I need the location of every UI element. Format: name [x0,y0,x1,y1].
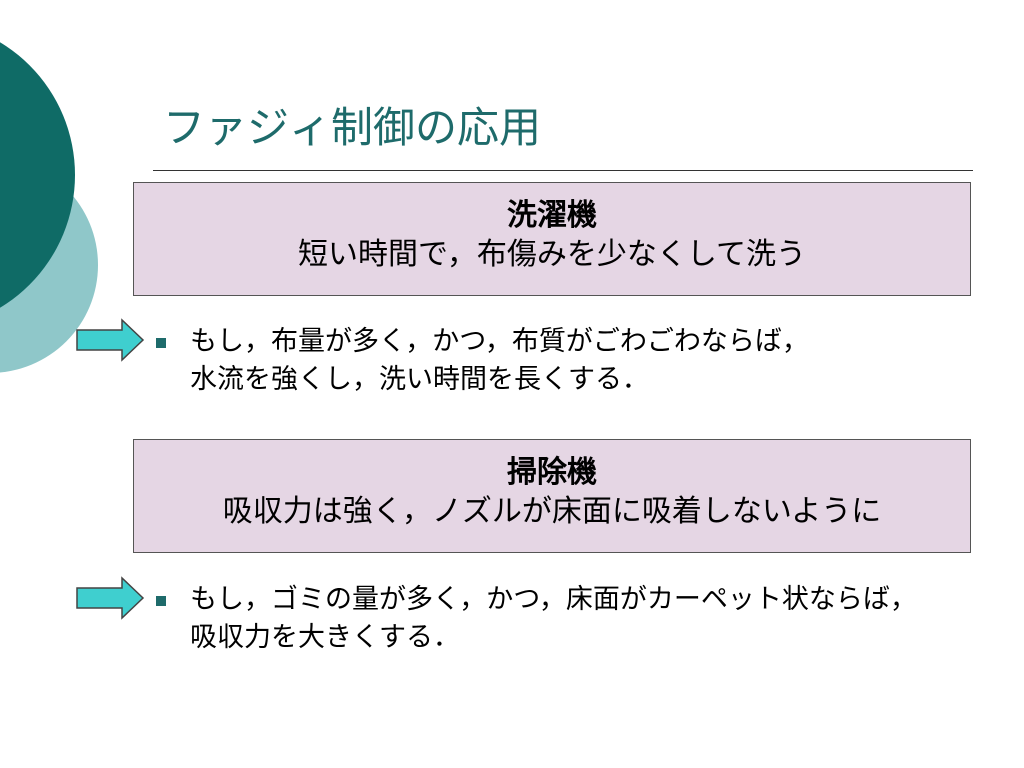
section-subtitle: 短い時間で，布傷みを少なくして洗う [298,237,806,272]
circle-dark [0,42,75,308]
decorative-circles [0,42,98,373]
rule-line: 吸収力を大きくする． [190,622,460,653]
slide-title: ファジィ制御の応用 [163,103,542,152]
section-subtitle: 吸収力は強く，ノズルが床面に吸着しないように [222,494,882,529]
section-heading: 掃除機 [507,455,597,490]
square-bullet-icon [156,596,166,606]
section-box-washing-machine: 洗濯機 短い時間で，布傷みを少なくして洗う [133,182,971,296]
section-box-vacuum-cleaner: 掃除機 吸収力は強く，ノズルが床面に吸着しないように [133,439,971,553]
rule-text: もし，布量が多く，かつ，布質がごわごわならば， 水流を強くし，洗い時間を長くする… [190,323,980,399]
rule-line: もし，ゴミの量が多く，かつ，床面がカーペット状ならば， [190,584,917,615]
title-divider [153,170,973,171]
rule-text: もし，ゴミの量が多く，かつ，床面がカーペット状ならば， 吸収力を大きくする． [190,581,980,657]
rule-line: もし，布量が多く，かつ，布質がごわごわならば， [190,326,809,357]
square-bullet-icon [156,338,166,348]
section-heading: 洗濯機 [507,198,597,233]
right-arrow-icon [76,576,145,620]
rule-line: 水流を強くし，洗い時間を長くする． [190,364,649,395]
right-arrow-icon [76,318,145,362]
